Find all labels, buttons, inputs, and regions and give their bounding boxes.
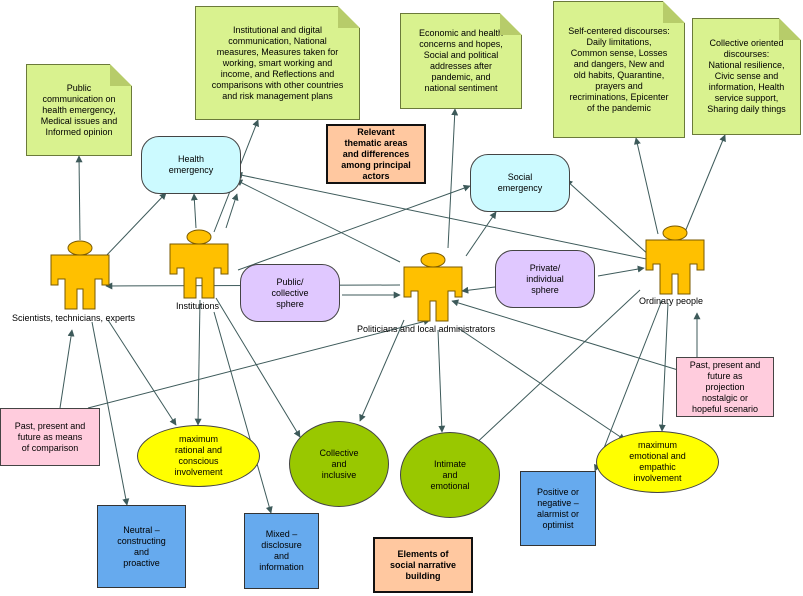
time-projection-box: Past, present and future as projection n…: [676, 357, 774, 417]
note-fold: [110, 64, 132, 86]
connector-arrow: [447, 108, 459, 249]
time-comparison-box: Past, present and future as means of com…: [0, 408, 100, 466]
connector-arrow: [633, 137, 659, 235]
connector-arrow: [451, 299, 679, 371]
involvement-rational-text: maximum rational and conscious involveme…: [174, 434, 223, 477]
dimension-intimate-emotional: Intimate and emotional: [400, 432, 500, 518]
dimension-collective-inclusive-text: Collective and inclusive: [319, 447, 359, 480]
actor-institutions-figure: [169, 229, 229, 299]
connector-arrow: [75, 155, 83, 241]
note-institutions-text: Institutional and digital communication,…: [211, 24, 344, 101]
note-politicians: Economic and health concerns and hopes, …: [400, 13, 522, 109]
connector-arrow: [565, 179, 651, 257]
tone-positive-negative-text: Positive or negative – alarmist or optim…: [536, 486, 580, 530]
note-fold: [779, 18, 801, 40]
connector-arrow: [597, 265, 645, 277]
connector-arrow: [359, 319, 405, 422]
involvement-rational: maximum rational and conscious involveme…: [137, 425, 260, 487]
connector-arrow: [190, 193, 198, 229]
note-fold: [500, 13, 522, 35]
heading-thematic-areas: Relevant thematic areas and differences …: [326, 124, 426, 184]
connector-arrow: [87, 318, 431, 409]
actor-ordinary-label: Ordinary people: [639, 296, 704, 306]
connector-arrow: [457, 327, 626, 441]
connector-arrow: [194, 299, 202, 426]
tone-neutral-box: Neutral – constructing and proactive: [97, 505, 186, 588]
area-health-emergency: Health emergency: [141, 136, 241, 194]
connector-arrow: [594, 299, 663, 472]
connector-arrow: [213, 311, 273, 514]
actor-politicians-label: Politicians and local administrators: [357, 324, 496, 334]
connector-arrow: [465, 211, 497, 257]
area-private-sphere: Private/ individual sphere: [495, 250, 595, 308]
actor-politicians-figure: [403, 252, 463, 322]
connector-arrow: [461, 286, 496, 294]
area-public-sphere-label: Public/ collective sphere: [271, 276, 309, 309]
note-scientists-text: Public communication on health emergency…: [40, 82, 118, 137]
area-social-emergency: Social emergency: [470, 154, 570, 212]
connector-arrow: [103, 192, 167, 259]
connector-arrow: [235, 179, 401, 263]
heading-narrative-elements-text: Elements of social narrative building: [389, 548, 457, 581]
note-self-centered: Self-centered discourses: Daily limitati…: [553, 1, 685, 138]
area-health-emergency-label: Health emergency: [168, 154, 214, 175]
note-collective: Collective oriented discourses: National…: [692, 18, 801, 135]
actor-ordinary-figure: [645, 225, 705, 295]
connector-arrow: [684, 134, 726, 233]
tone-positive-negative-box: Positive or negative – alarmist or optim…: [520, 471, 596, 546]
connector-arrow: [437, 329, 446, 433]
involvement-emotional-text: maximum emotional and empathic involveme…: [629, 440, 686, 483]
time-projection-text: Past, present and future as projection n…: [689, 359, 761, 414]
tone-mixed-box: Mixed – disclosure and information: [244, 513, 319, 589]
note-collective-text: Collective oriented discourses: National…: [707, 38, 786, 114]
note-self-centered-text: Self-centered discourses: Daily limitati…: [568, 25, 670, 113]
connector-arrow: [91, 321, 130, 506]
area-social-emergency-label: Social emergency: [497, 172, 543, 193]
note-politicians-text: Economic and health concerns and hopes, …: [418, 28, 504, 93]
connector-arrow: [225, 193, 239, 229]
connector-arrow: [470, 289, 641, 449]
tone-mixed-text: Mixed – disclosure and information: [259, 529, 304, 572]
note-scientists: Public communication on health emergency…: [26, 64, 132, 156]
involvement-emotional: maximum emotional and empathic involveme…: [596, 431, 719, 493]
dimension-intimate-emotional-text: Intimate and emotional: [430, 458, 470, 491]
tone-neutral-text: Neutral – constructing and proactive: [117, 524, 166, 568]
area-private-sphere-label: Private/ individual sphere: [526, 262, 564, 295]
connector-arrow: [237, 184, 471, 271]
note-institutions: Institutional and digital communication,…: [195, 6, 360, 120]
heading-narrative-elements: Elements of social narrative building: [373, 537, 473, 593]
dimension-collective-inclusive: Collective and inclusive: [289, 421, 389, 507]
actor-scientists-label: Scientists, technicians, experts: [12, 313, 136, 323]
actor-scientists-figure: [50, 240, 110, 310]
actor-institutions-label: Institutions: [176, 301, 220, 311]
area-public-sphere: Public/ collective sphere: [240, 264, 340, 322]
note-fold: [338, 6, 360, 28]
time-comparison-text: Past, present and future as means of com…: [14, 420, 86, 453]
heading-thematic-areas-text: Relevant thematic areas and differences …: [341, 126, 411, 181]
connector-arrow: [107, 319, 177, 426]
connector-arrow: [215, 297, 301, 438]
note-fold: [663, 1, 685, 23]
connector-arrow: [658, 302, 669, 432]
connector-arrow: [59, 329, 75, 409]
connector-arrow: [235, 171, 657, 262]
